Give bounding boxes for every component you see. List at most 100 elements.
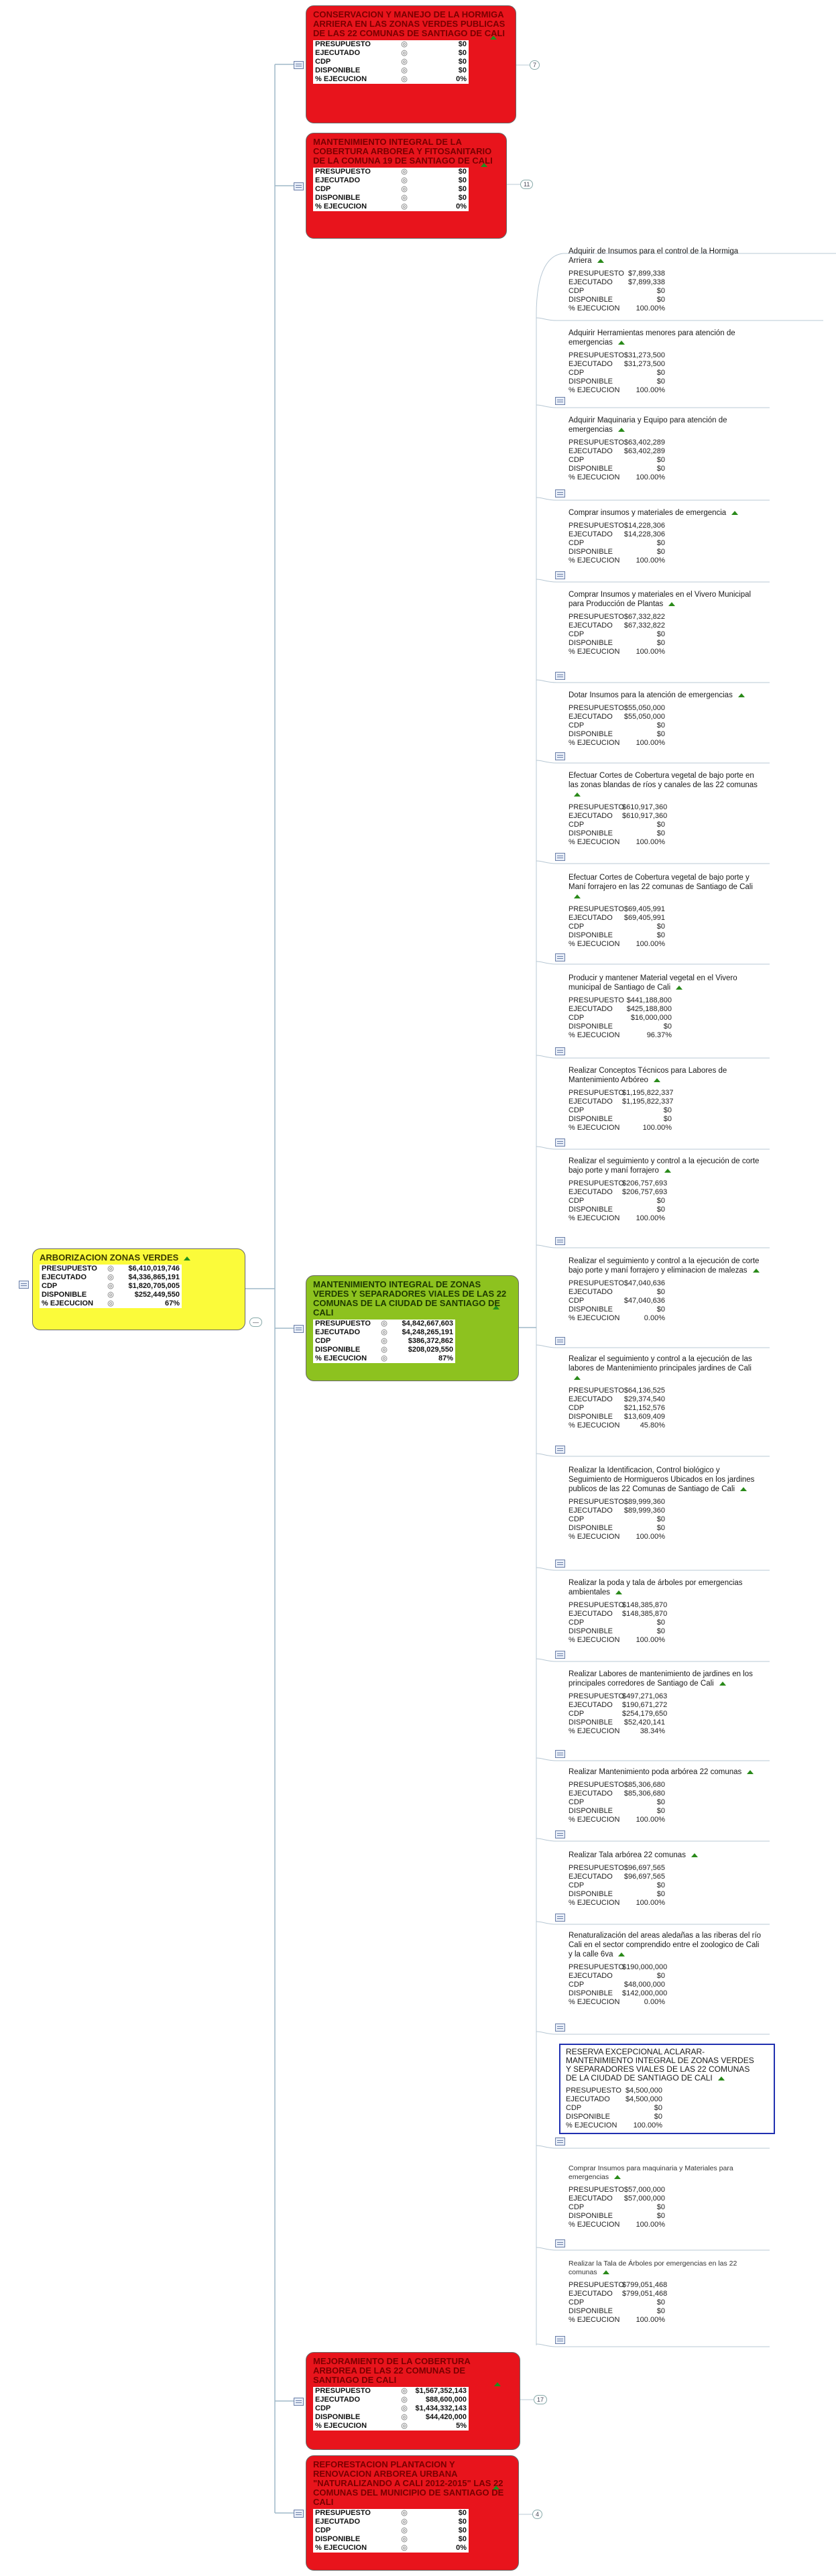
leaf-note-icon[interactable] (555, 2024, 565, 2032)
leaf-note-icon[interactable] (555, 752, 565, 760)
leaf-note-icon[interactable] (555, 1138, 565, 1147)
leaf-node[interactable]: Realizar el seguimiento y control a la e… (569, 1157, 783, 1223)
leaf-note-icon[interactable] (555, 571, 565, 579)
leaf-note-icon[interactable] (555, 1651, 565, 1659)
collapse-triangle-icon[interactable] (184, 1256, 191, 1261)
branch-note-icon[interactable] (294, 2510, 304, 2518)
expand-triangle-icon[interactable] (574, 792, 581, 797)
leaf-note-icon[interactable] (555, 1446, 565, 1454)
leaf-node[interactable]: Dotar Insumos para la atención de emerge… (569, 691, 783, 748)
expand-triangle-icon[interactable] (617, 427, 625, 432)
dot-icon: ◎ (401, 2396, 408, 2404)
branch-node[interactable]: MEJORAMIENTO DE LA COBERTURA ARBOREA DE … (306, 2352, 520, 2450)
collapsed-children-count[interactable]: 4 (532, 2510, 543, 2519)
leaf-note-icon[interactable] (555, 1914, 565, 1922)
leaf-node[interactable]: Realizar Conceptos Técnicos para Labores… (569, 1066, 783, 1132)
leaf-node[interactable]: Realizar el seguimiento y control a la e… (569, 1354, 783, 1430)
expand-triangle-icon[interactable] (737, 693, 745, 697)
expand-triangle-icon[interactable] (747, 1769, 754, 1774)
leaf-node[interactable]: Comprar Insumos para maquinaria y Materi… (569, 2164, 783, 2229)
expand-triangle-icon[interactable] (668, 601, 676, 606)
leaf-note-icon[interactable] (555, 672, 565, 680)
expand-triangle-icon[interactable] (740, 1486, 748, 1491)
expand-triangle-icon[interactable] (615, 1590, 623, 1594)
expand-triangle-icon[interactable] (618, 1952, 625, 1956)
expand-triangle-icon[interactable] (481, 163, 487, 167)
leaf-note-icon[interactable] (555, 853, 565, 861)
dot-icon: ◎ (401, 66, 408, 74)
expand-triangle-icon[interactable] (614, 2175, 621, 2180)
collapsed-children-count[interactable]: 11 (520, 180, 534, 189)
leaf-note-icon[interactable] (555, 1830, 565, 1838)
leaf-note-icon[interactable] (555, 397, 565, 405)
row-label: % EJECUCION (569, 1124, 620, 1132)
leaf-node[interactable]: Adquirir Herramientas menores para atenc… (569, 329, 783, 395)
branch-node[interactable]: REFORESTACION PLANTACION Y RENOVACION AR… (306, 2455, 519, 2571)
row-label: PRESUPUESTO (569, 1864, 624, 1872)
leaf-note-icon[interactable] (555, 2239, 565, 2247)
collapse-button[interactable]: — (249, 1318, 262, 1327)
expand-triangle-icon[interactable] (490, 36, 497, 40)
row-label: EJECUTADO (569, 1610, 613, 1618)
expand-triangle-icon[interactable] (717, 2076, 725, 2081)
branch-node[interactable]: CONSERVACION Y MANEJO DE LA HORMIGA ARRI… (306, 5, 516, 123)
expand-triangle-icon[interactable] (597, 258, 604, 263)
branch-note-icon[interactable] (294, 2398, 304, 2406)
leaf-node[interactable]: Comprar insumos y materiales de emergenc… (569, 508, 783, 565)
leaf-node[interactable]: Renaturalización del areas aledañas a la… (569, 1931, 783, 2007)
leaf-node[interactable]: Comprar Insumos y materiales en el Viver… (569, 590, 783, 656)
leaf-node[interactable]: Adquirir de Insumos para el control de l… (569, 247, 783, 313)
collapsed-children-count[interactable]: 7 (530, 60, 540, 70)
expand-triangle-icon[interactable] (676, 985, 683, 990)
root-note-icon[interactable] (19, 1281, 29, 1289)
branch-note-icon[interactable] (294, 1325, 304, 1333)
leaf-node[interactable]: RESERVA EXCEPCIONAL ACLARAR-MANTENIMIENT… (559, 2044, 775, 2134)
row-value: 38.34% (640, 1727, 665, 1735)
leaf-node[interactable]: Efectuar Cortes de Cobertura vegetal de … (569, 771, 783, 847)
leaf-note-icon[interactable] (555, 489, 565, 497)
leaf-node[interactable]: Efectuar Cortes de Cobertura vegetal de … (569, 873, 783, 949)
leaf-note-icon[interactable] (555, 1750, 565, 1758)
expand-triangle-icon[interactable] (493, 2485, 499, 2490)
leaf-node[interactable]: Realizar Mantenimiento poda arbórea 22 c… (569, 1767, 783, 1824)
expand-triangle-icon[interactable] (719, 1681, 726, 1686)
expand-triangle-icon[interactable] (731, 510, 739, 515)
collapsed-children-count[interactable]: 17 (534, 2395, 548, 2404)
expand-triangle-icon[interactable] (691, 1853, 698, 1857)
leaf-node[interactable]: Producir y mantener Material vegetal en … (569, 974, 783, 1040)
leaf-note-icon[interactable] (555, 1047, 565, 1055)
leaf-node[interactable]: Adquirir Maquinaria y Equipo para atenci… (569, 416, 783, 482)
expand-triangle-icon[interactable] (752, 1268, 760, 1273)
row-label: CDP (569, 1014, 585, 1022)
expand-triangle-icon[interactable] (653, 1077, 660, 1082)
branch-note-icon[interactable] (294, 182, 304, 190)
expand-triangle-icon[interactable] (617, 340, 625, 345)
row-label: PRESUPUESTO (569, 2281, 624, 2289)
expand-triangle-icon[interactable] (574, 1375, 581, 1380)
expand-triangle-icon[interactable] (493, 1305, 499, 1309)
branch-node[interactable]: MANTENIMIENTO INTEGRAL DE ZONAS VERDES Y… (306, 1275, 519, 1381)
expand-triangle-icon[interactable] (664, 1168, 671, 1173)
leaf-node[interactable]: Realizar Labores de mantenimiento de jar… (569, 1670, 783, 1736)
leaf-note-icon[interactable] (555, 1237, 565, 1245)
leaf-note-icon[interactable] (555, 953, 565, 961)
expand-triangle-icon[interactable] (602, 2270, 609, 2275)
expand-triangle-icon[interactable] (494, 2382, 501, 2386)
leaf-node[interactable]: Realizar la Identificacion, Control biol… (569, 1466, 783, 1541)
leaf-note-icon[interactable] (555, 2138, 565, 2146)
leaf-node[interactable]: Realizar la Tala de Árboles por emergenc… (569, 2260, 783, 2325)
branch-note-icon[interactable] (294, 61, 304, 69)
leaf-note-icon[interactable] (555, 1560, 565, 1568)
leaf-note-icon[interactable] (555, 2336, 565, 2344)
branch-node[interactable]: MANTENIMIENTO INTEGRAL DE LA COBERTURA A… (306, 133, 507, 239)
row-label: PRESUPUESTO (569, 522, 624, 530)
expand-triangle-icon[interactable] (574, 894, 581, 898)
leaf-node[interactable]: Realizar el seguimiento y control a la e… (569, 1256, 783, 1323)
row-label: % EJECUCION (569, 1533, 620, 1541)
leaf-note-icon[interactable] (555, 1337, 565, 1345)
leaf-node[interactable]: Realizar la poda y tala de árboles por e… (569, 1578, 783, 1645)
